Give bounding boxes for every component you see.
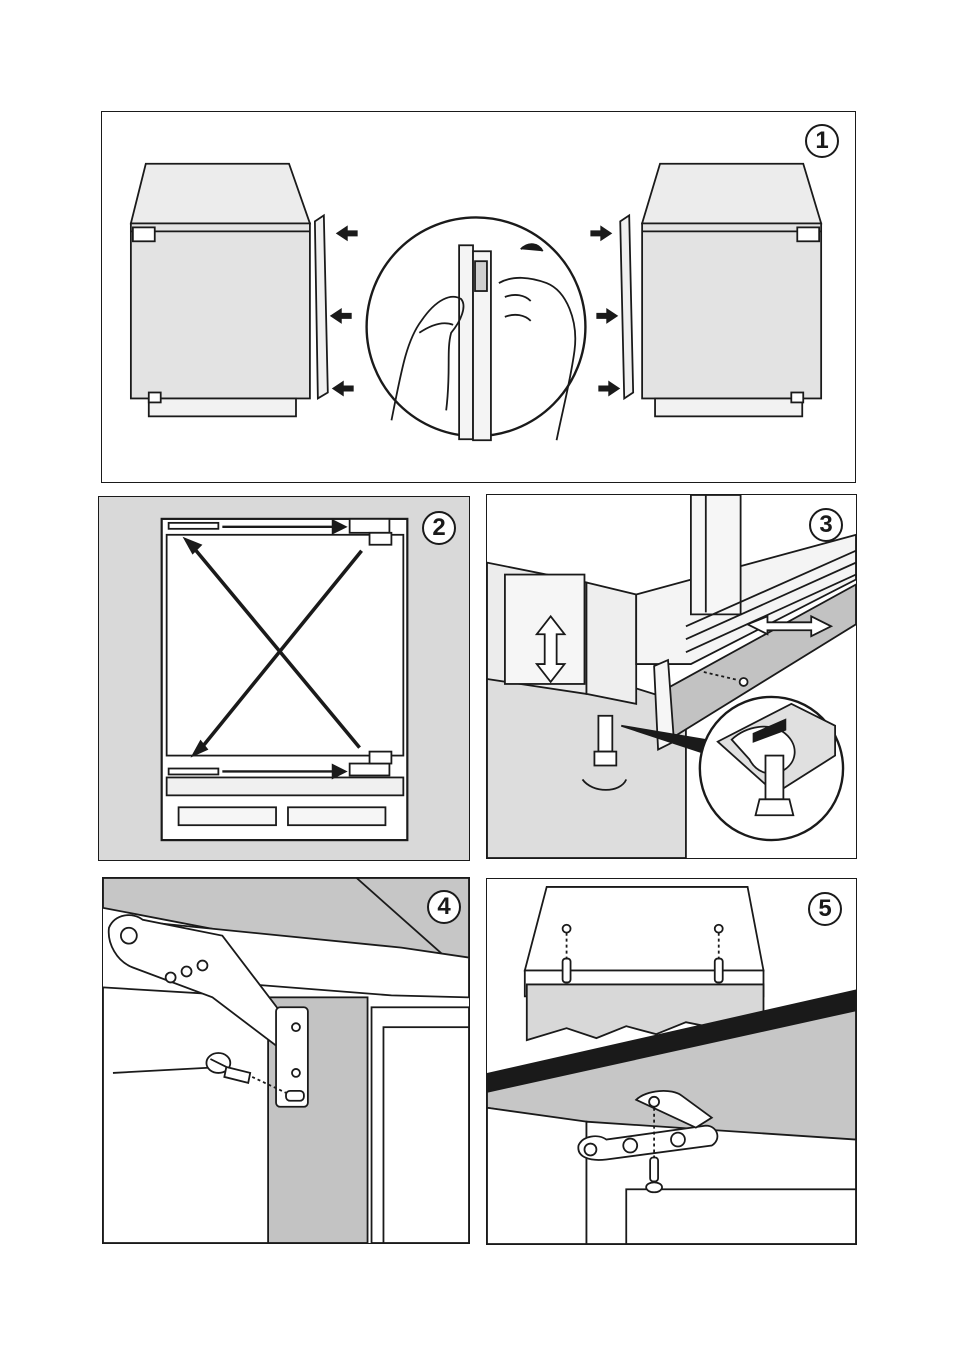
step-number-badge: 2 bbox=[422, 511, 456, 545]
step-number-badge: 3 bbox=[809, 508, 843, 542]
arrow-icon bbox=[330, 225, 358, 396]
step-3-illustration bbox=[487, 495, 856, 858]
step-4-illustration bbox=[103, 878, 469, 1243]
step-number-badge: 4 bbox=[427, 890, 461, 924]
step-number-badge: 5 bbox=[808, 892, 842, 926]
step-3-panel: 3 bbox=[486, 494, 857, 859]
bracket-icon bbox=[276, 1007, 308, 1106]
wrench-icon bbox=[700, 697, 843, 840]
left-appliance bbox=[131, 164, 310, 417]
arrow-icon bbox=[590, 225, 620, 396]
step-4-panel: 4 bbox=[102, 877, 470, 1244]
hand-icon bbox=[367, 217, 586, 440]
step-5-illustration bbox=[487, 879, 856, 1244]
step-2-illustration bbox=[99, 497, 469, 860]
step-1-panel: 1 bbox=[101, 111, 856, 483]
trim-strip-left bbox=[315, 215, 328, 398]
step-5-panel: 5 bbox=[486, 878, 857, 1245]
trim-strip-right bbox=[620, 215, 633, 398]
step-2-panel: 2 bbox=[98, 496, 470, 861]
step-number-badge: 1 bbox=[805, 124, 839, 158]
step-1-illustration bbox=[102, 112, 855, 482]
right-appliance bbox=[642, 164, 821, 417]
